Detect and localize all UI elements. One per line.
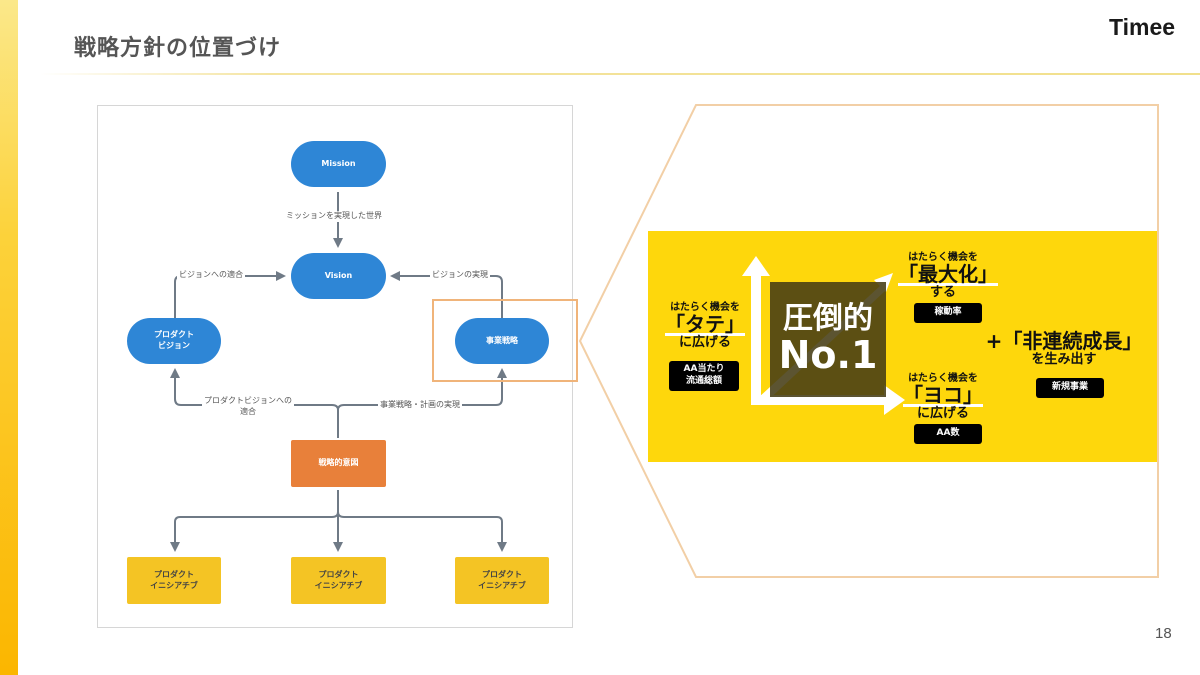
vertical-axis-arrow-head [742, 256, 770, 276]
timee-logo: Timee [1109, 14, 1176, 40]
business-strategy-highlight [432, 299, 578, 382]
node-product-vision: プロダクト ビジョン [127, 318, 221, 364]
edge-intent-productvision [170, 368, 339, 411]
horizontal-suffix: に広げる [916, 406, 969, 421]
edge-label-mission-vision: ミッションを実現した世界 [284, 211, 384, 222]
metric-tag-gmv-per-aa: AA当たり 流通総額 [669, 361, 739, 391]
node-product-initiative-3: プロダクト イニシアチブ [455, 557, 549, 604]
vertical-suffix: に広げる [678, 335, 731, 350]
metric-tag-aa-count: AA数 [914, 424, 982, 444]
edge-label-intent-business: 事業戦略・計画の実現 [378, 400, 462, 411]
horizontal-quote: 「ヨコ」 [903, 383, 983, 407]
zoom-callout-outline [578, 104, 1159, 578]
horizontal-axis-arrow-head [884, 385, 905, 415]
horizontal-growth-block: はたらく機会を 「ヨコ」 に広げる [898, 369, 988, 422]
metric-tag-new-business: 新規事業 [1036, 378, 1104, 398]
node-business-strategy: 事業戦略 [455, 318, 549, 364]
node-product-initiative-2: プロダクト イニシアチブ [291, 557, 386, 604]
vertical-axis-arrow-shaft [751, 272, 761, 405]
edge-label-intent-productvision: プロダクトビジョンへの 適合 [202, 396, 294, 418]
edge-label-productvision-vision: ビジョンへの適合 [177, 270, 245, 281]
new-business-suffix: を生み出す [1031, 352, 1097, 367]
edge-business-vision [390, 271, 503, 318]
vertical-quote: 「タテ」 [665, 312, 745, 336]
horizontal-axis-arrow-shaft [751, 395, 889, 405]
vertical-lead: はたらく機会を [670, 302, 740, 313]
header-divider [40, 73, 1200, 75]
node-vision: Vision [291, 253, 386, 299]
vertical-growth-block: はたらく機会を 「タテ」 に広げる [660, 298, 750, 351]
maximize-lead: はたらく機会を [908, 252, 978, 263]
metric-tag-utilization-rate: 稼動率 [914, 303, 982, 323]
edge-label-business-vision: ビジョンの実現 [430, 270, 490, 281]
edge-intent-initiative3 [337, 511, 507, 552]
maximize-quote: 「最大化」 [898, 262, 998, 286]
maximize-block: はたらく機会を 「最大化」 する [898, 248, 998, 301]
center-line-2: No.1 [778, 333, 878, 378]
new-business-block: +「非連続成長」 を生み出す [984, 330, 1144, 368]
edge-intent-business [337, 368, 507, 411]
dominant-no1-box: 圧倒的 No.1 [770, 282, 886, 397]
strategy-flow-diagram [97, 105, 573, 628]
node-mission: Mission [291, 141, 386, 187]
brand-side-bar [0, 0, 18, 675]
horizontal-lead: はたらく機会を [908, 373, 978, 384]
maximize-suffix: する [929, 285, 956, 300]
node-strategic-intent: 戦略的意図 [291, 440, 386, 487]
node-product-initiative-1: プロダクト イニシアチブ [127, 557, 221, 604]
new-business-quote: +「非連続成長」 [985, 329, 1143, 353]
center-line-1: 圧倒的 [783, 301, 873, 337]
slide-title: 戦略方針の位置づけ [74, 36, 282, 61]
page-number: 18 [1155, 625, 1172, 642]
